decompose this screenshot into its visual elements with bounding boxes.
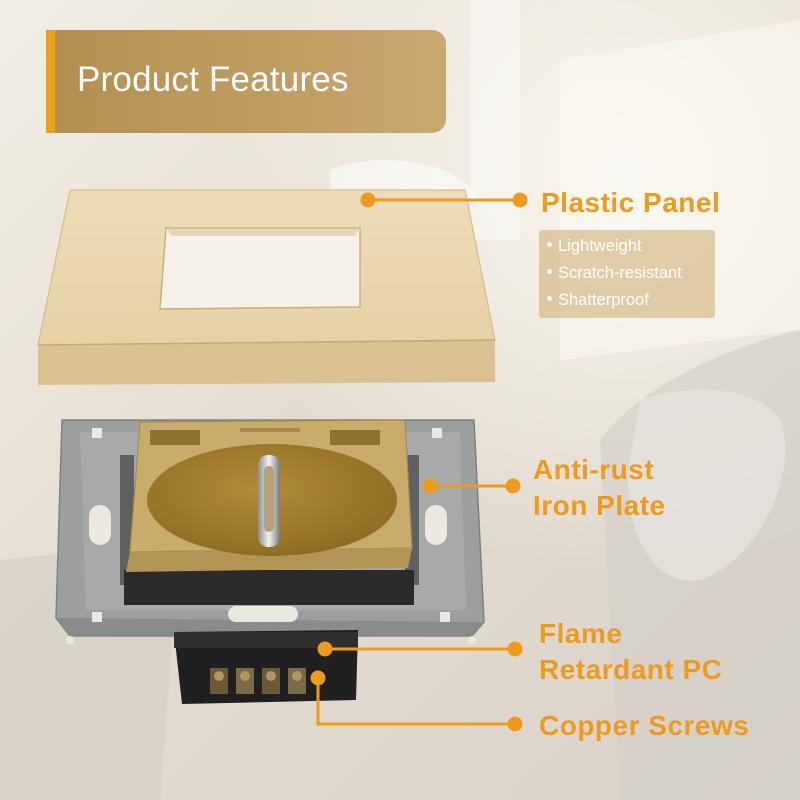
pc-label-line2: Retardant PC <box>539 654 723 685</box>
flame-retardant-pc-label: Flame Retardant PC <box>539 616 779 688</box>
bullet-icon <box>547 296 552 302</box>
page-title: Product Features <box>77 60 349 99</box>
socket-pin-icon <box>258 455 280 547</box>
bullet-icon <box>547 269 552 275</box>
iron-plate-label-line2: Iron Plate <box>533 490 666 521</box>
plastic-panel-label: Plastic Panel <box>541 187 721 218</box>
list-item: Shatterproof <box>547 287 715 314</box>
plastic-panel <box>37 189 496 385</box>
iron-plate-label: Anti-rust Iron Plate <box>533 452 733 524</box>
title-banner: Product Features <box>46 30 446 133</box>
list-item: Scratch-resistant <box>547 260 715 287</box>
pc-label-line1: Flame <box>539 618 623 649</box>
iron-plate-label-line1: Anti-rust <box>533 454 655 485</box>
bullet-icon <box>547 242 552 248</box>
panel-benefits-list: Lightweight Scratch-resistant Shatterpro… <box>539 230 715 318</box>
copper-screws-label: Copper Screws <box>539 710 750 741</box>
callout-lines <box>310 192 528 732</box>
copper-screws <box>210 668 306 694</box>
list-item: Lightweight <box>547 233 715 260</box>
